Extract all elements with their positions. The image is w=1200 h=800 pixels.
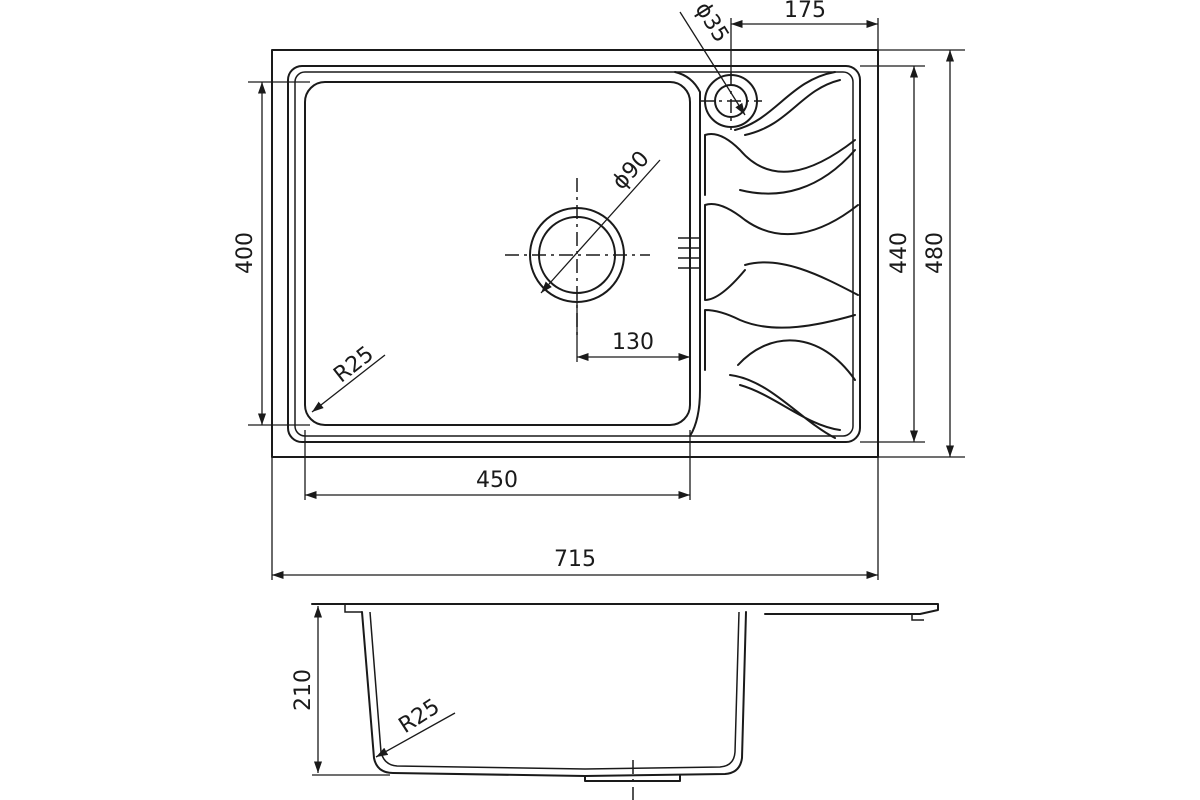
label-bowl-width: 450	[476, 468, 518, 493]
label-tap-hole-diameter: ϕ35	[690, 0, 734, 47]
label-drainer-width: 175	[784, 0, 826, 23]
label-drain-diameter: ϕ90	[608, 146, 655, 194]
dim-line-side-r25	[375, 712, 456, 758]
drainer-grooves	[678, 71, 859, 439]
dim-line-r25	[311, 354, 386, 413]
side-bowl-profile	[361, 611, 747, 777]
label-side-height: 210	[291, 669, 316, 711]
sink-outer-rim	[271, 49, 879, 458]
label-overall-depth: 480	[923, 232, 948, 274]
dim-line-d90	[540, 159, 661, 294]
dim-line-d35	[679, 11, 746, 116]
label-overall-width: 715	[554, 547, 596, 572]
drainer-boundary	[674, 71, 701, 437]
bowl-outline	[304, 81, 691, 426]
top-view: 715 450 175 400 440 480 130 ϕ90 ϕ35 R25	[233, 0, 965, 580]
side-rim	[311, 603, 939, 615]
sink-inner-deck-inner	[294, 71, 854, 437]
label-inner-depth: 440	[887, 232, 912, 274]
side-view: 210 R25	[291, 603, 939, 800]
tap-hole	[700, 72, 762, 130]
label-corner-radius: R25	[329, 342, 378, 388]
label-bowl-depth: 400	[233, 232, 258, 274]
sink-inner-deck	[287, 65, 861, 443]
label-drain-offset: 130	[612, 330, 654, 355]
